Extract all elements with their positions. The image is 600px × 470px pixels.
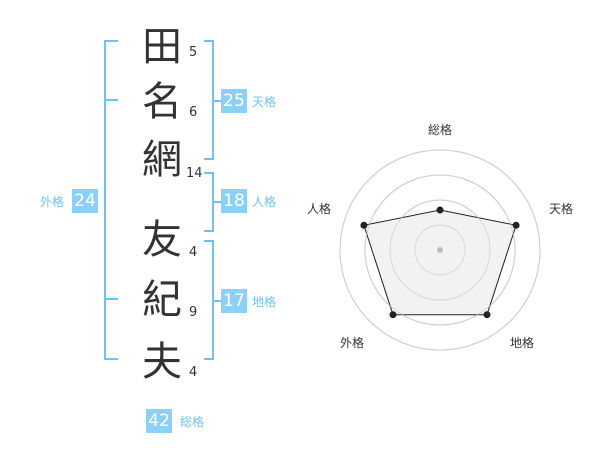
radar-label-chikaku: 地格 [510,336,535,350]
gaikaku-bracket-tick-bottom [104,358,118,360]
given-char-1: 友 [142,217,182,263]
gaikaku-label: 外格 [40,195,65,209]
gaikaku-bracket-tick-2 [104,99,118,101]
radar-label-jinkaku: 人格 [307,202,332,216]
radar-ring-overlay-1 [414,224,466,276]
stroke-count-5: 9 [189,305,198,320]
radar-center-dot [437,247,443,253]
jinkaku-label: 人格 [252,195,277,209]
gaikaku-bracket-vertical [104,40,106,360]
radar-point-2 [512,221,520,229]
jinkaku-value-box: 18 [221,189,247,213]
tenkaku-value-box: 25 [221,89,247,113]
gaikaku-value-box: 24 [72,189,98,213]
given-char-3: 夫 [142,339,182,385]
chikaku-label: 地格 [252,295,277,309]
stroke-count-2: 6 [189,105,198,120]
jinkaku-bracket-tick-bottom [204,230,214,232]
tenkaku-bracket-connector [212,100,222,102]
stroke-count-6: 4 [189,365,198,380]
tenkaku-bracket-tick-top [204,40,214,42]
radar-ring-overlay-4 [339,149,541,351]
radar-label-soukaku: 総格 [428,123,453,137]
stroke-count-1: 5 [189,45,198,60]
chikaku-bracket-tick-top [204,240,214,242]
radar-point-3 [483,311,491,319]
gaikaku-bracket-tick-5 [104,298,118,300]
radar-point-1 [436,206,444,214]
tenkaku-label: 天格 [252,95,277,109]
tenkaku-bracket-tick-bottom [204,158,214,160]
radar-series-polygon [363,209,517,316]
given-char-2: 紀 [142,277,182,323]
radar-ring-overlay-2 [389,199,491,301]
jinkaku-bracket-tick-top [204,172,214,174]
gaikaku-bracket-tick-top [104,40,118,42]
chikaku-value-box: 17 [221,289,247,313]
radar-point-5 [360,221,368,229]
chikaku-bracket-connector [212,300,222,302]
stroke-count-3: 14 [186,166,203,181]
soukaku-label: 総格 [180,415,205,429]
surname-char-3: 網 [142,137,182,183]
soukaku-value-box: 42 [146,409,172,433]
radar-point-4 [389,311,397,319]
chikaku-bracket-tick-bottom [204,358,214,360]
radar-label-tenkaku: 天格 [549,202,574,216]
stroke-count-4: 4 [189,245,198,260]
radar-label-gaikaku: 外格 [340,336,365,350]
surname-char-2: 名 [142,79,182,125]
surname-char-1: 田 [142,24,182,70]
jinkaku-bracket-connector [212,201,222,203]
radar-ring-overlay-3 [364,174,516,326]
